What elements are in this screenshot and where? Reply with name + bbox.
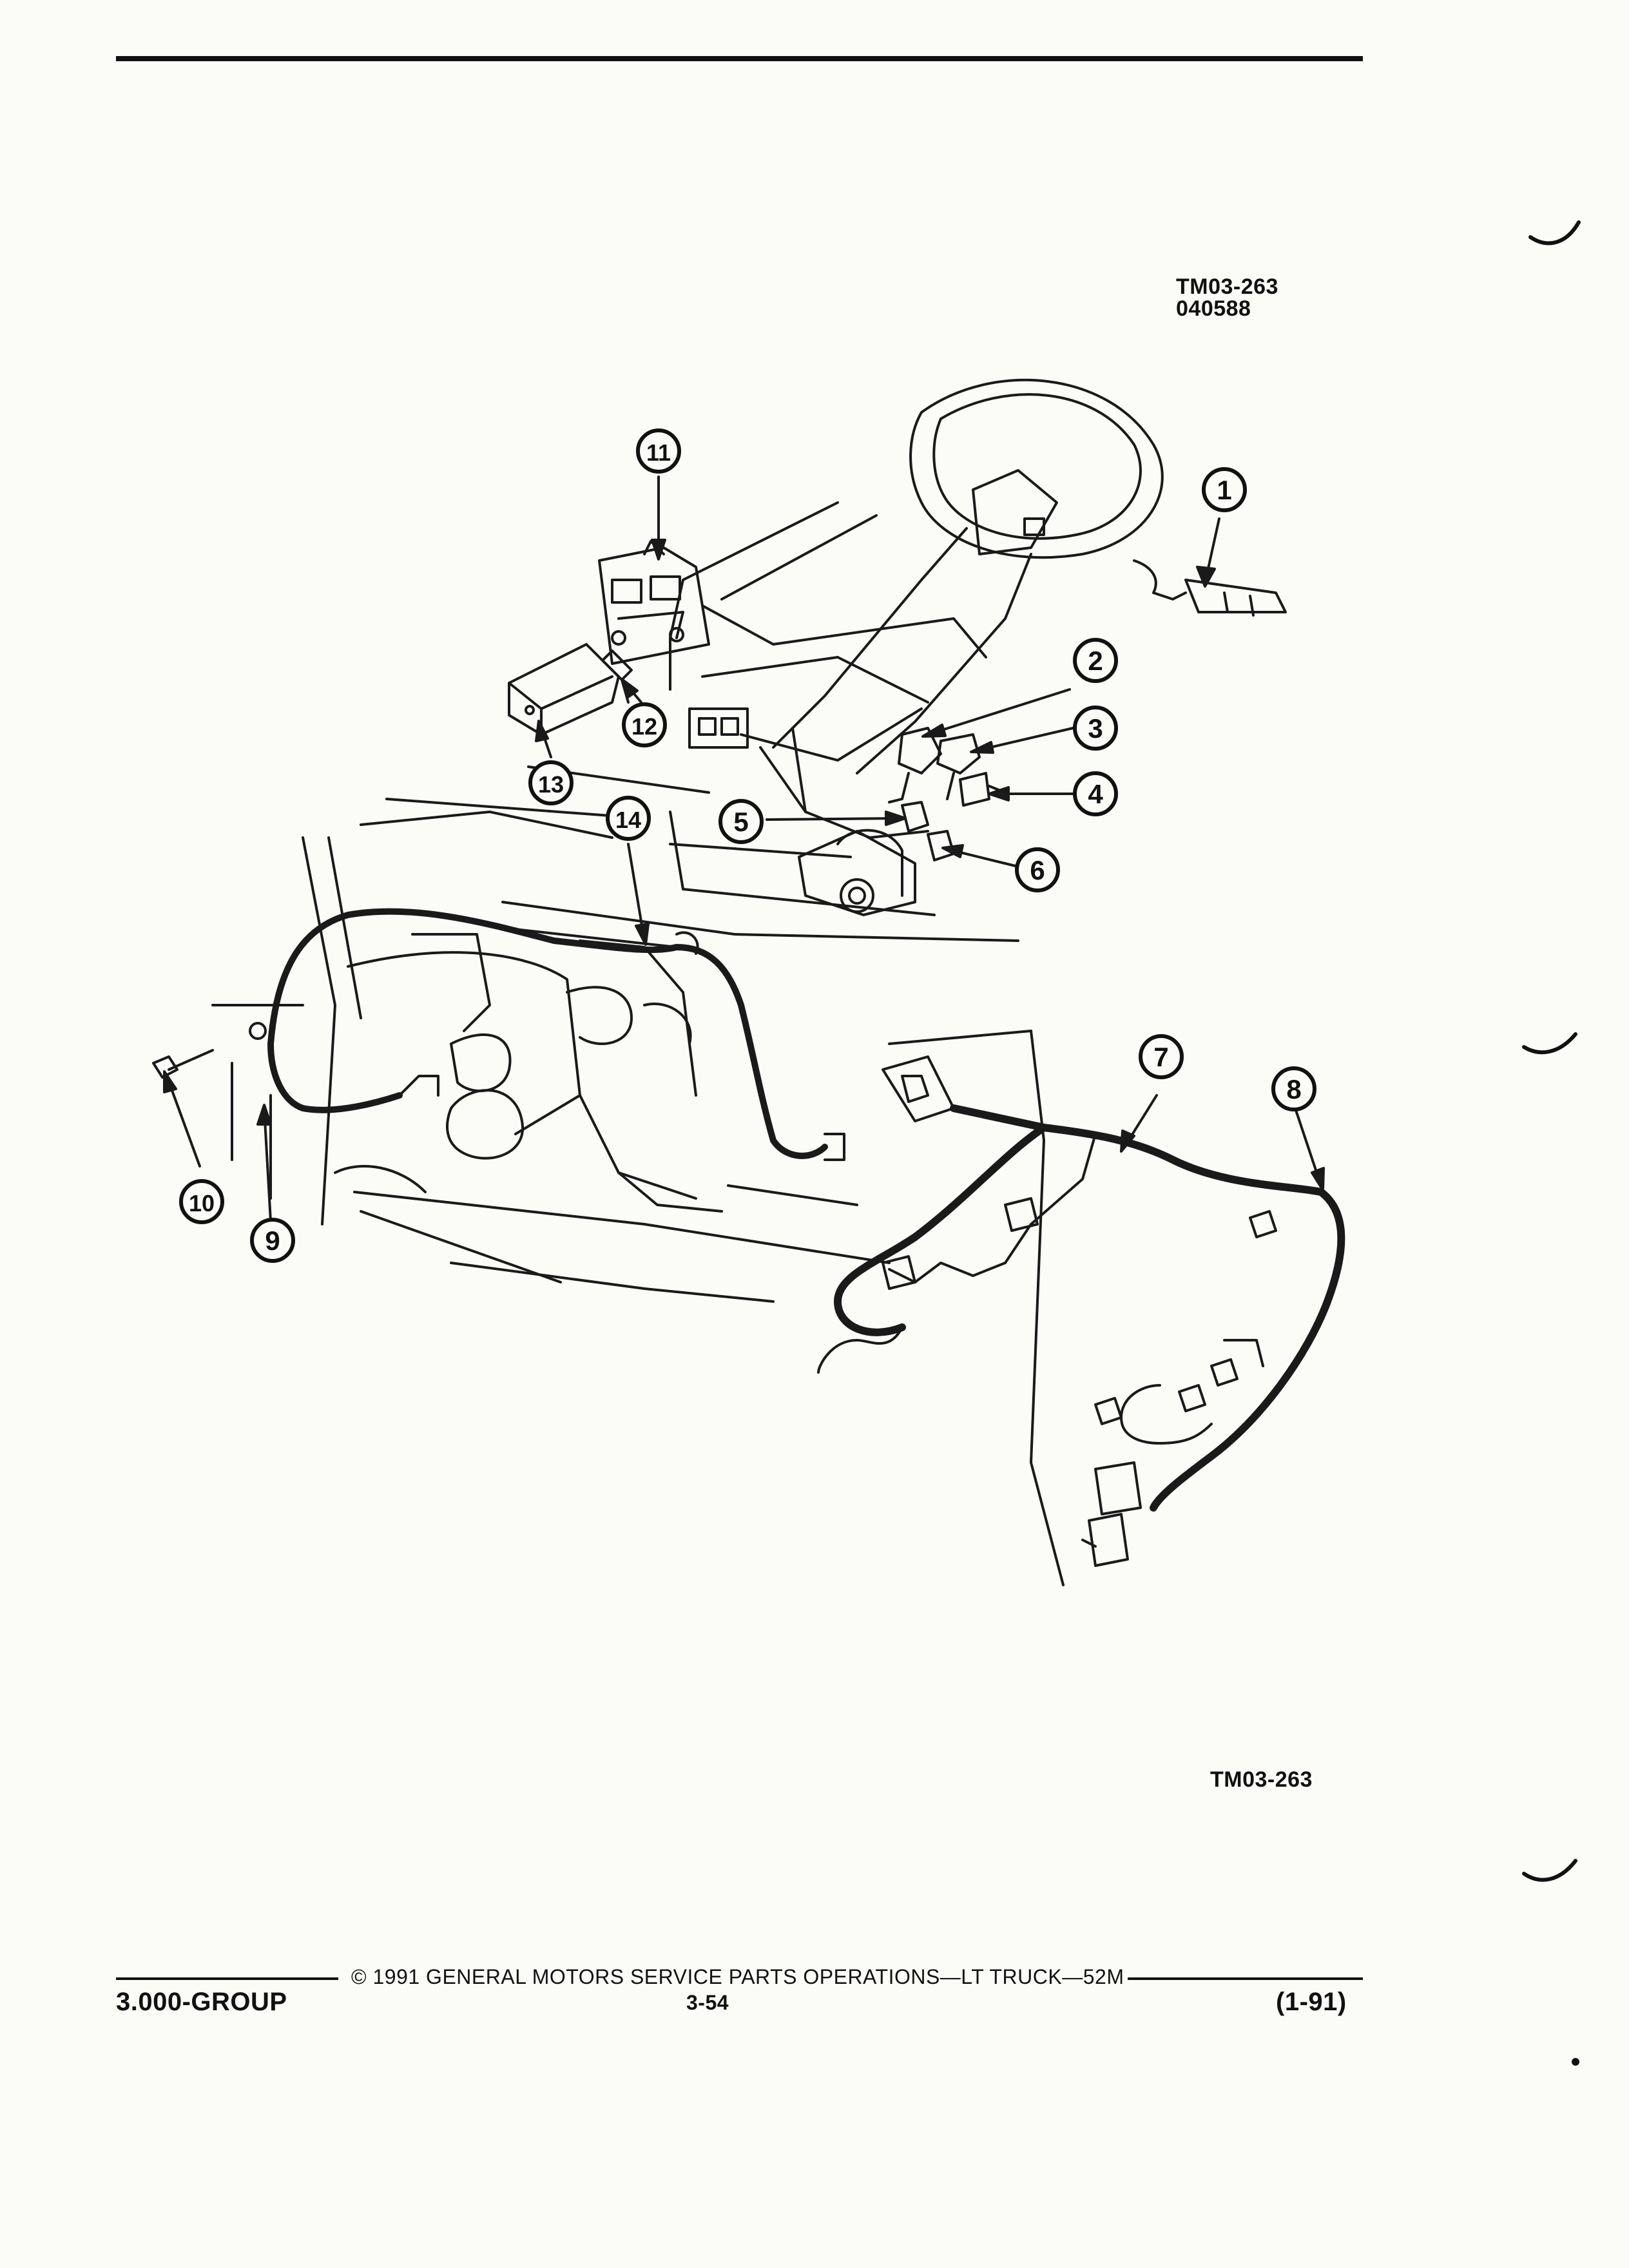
switch-5: [901, 801, 929, 832]
control-module: [508, 643, 620, 736]
callout-number-8: 8: [1286, 1074, 1301, 1104]
footer-rule-right: [1128, 1977, 1363, 1980]
callout-number-4: 4: [1088, 779, 1103, 809]
callout-number-6: 6: [1030, 855, 1045, 885]
callout-number-13: 13: [538, 771, 564, 798]
callout-2: [1073, 638, 1118, 683]
switch-2: [888, 727, 942, 803]
callout-6: [1015, 847, 1060, 892]
callout-11: [636, 428, 681, 474]
steering-column: [740, 527, 1032, 839]
harness-right: [817, 1055, 1345, 1567]
harness-left: [249, 908, 845, 1161]
figure-reference-date: 040588: [1176, 296, 1251, 321]
callout-8: [1271, 1066, 1316, 1111]
footer-date: (1-91): [1276, 1988, 1347, 2016]
footer-copyright: © 1991 GENERAL MOTORS SERVICE PARTS OPER…: [351, 1965, 1124, 1988]
footer-rule-left: [116, 1977, 338, 1980]
switch-bracket: [798, 830, 916, 916]
switch-3: [936, 733, 981, 800]
dash-frame: [211, 501, 1019, 1225]
callout-number-11: 11: [646, 439, 671, 466]
callout-7: [1139, 1034, 1184, 1079]
callout-3: [1073, 706, 1118, 751]
callout-number-2: 2: [1088, 646, 1103, 676]
switch-6: [927, 830, 955, 861]
callout-4: [1073, 771, 1118, 816]
footer-group: 3.000-GROUP: [116, 1988, 287, 2016]
callout-1: [1202, 467, 1247, 512]
turn-signal-switch: [1133, 559, 1287, 617]
callout-10: [179, 1179, 224, 1224]
figure-reference-code-bottom: TM03-263: [1210, 1767, 1313, 1792]
callout-number-3: 3: [1088, 713, 1103, 744]
callout-number-10: 10: [189, 1190, 215, 1216]
callout-number-7: 7: [1153, 1042, 1168, 1072]
callout-5: [718, 799, 764, 844]
engine-compartment: [334, 933, 1065, 1586]
binder-marks: [1522, 220, 1581, 2066]
module-bracket: [598, 540, 710, 665]
callout-9: [250, 1218, 295, 1263]
callout-number-5: 5: [733, 807, 748, 837]
figure-reference-code: TM03-263: [1176, 274, 1278, 299]
footer-page-number: 3-54: [686, 1991, 729, 2014]
top-rule: [116, 56, 1363, 61]
callout-number-14: 14: [615, 807, 641, 833]
callout-number-12: 12: [631, 713, 657, 740]
steering-wheel: [909, 378, 1164, 559]
callout-number-9: 9: [265, 1225, 280, 1256]
harness-bolt: [152, 1049, 214, 1079]
callout-13: [528, 760, 574, 805]
callout-number-1: 1: [1217, 475, 1231, 505]
callout-markers: [179, 428, 1316, 1263]
callout-14: [606, 796, 651, 841]
callout-12: [622, 702, 667, 747]
callout-numbers: 1 2 3 4 5 6 7 8 9 10 11 12 13 14: [189, 439, 1302, 1256]
leader-lines: [163, 476, 1325, 1222]
switch-4: [959, 772, 1007, 807]
